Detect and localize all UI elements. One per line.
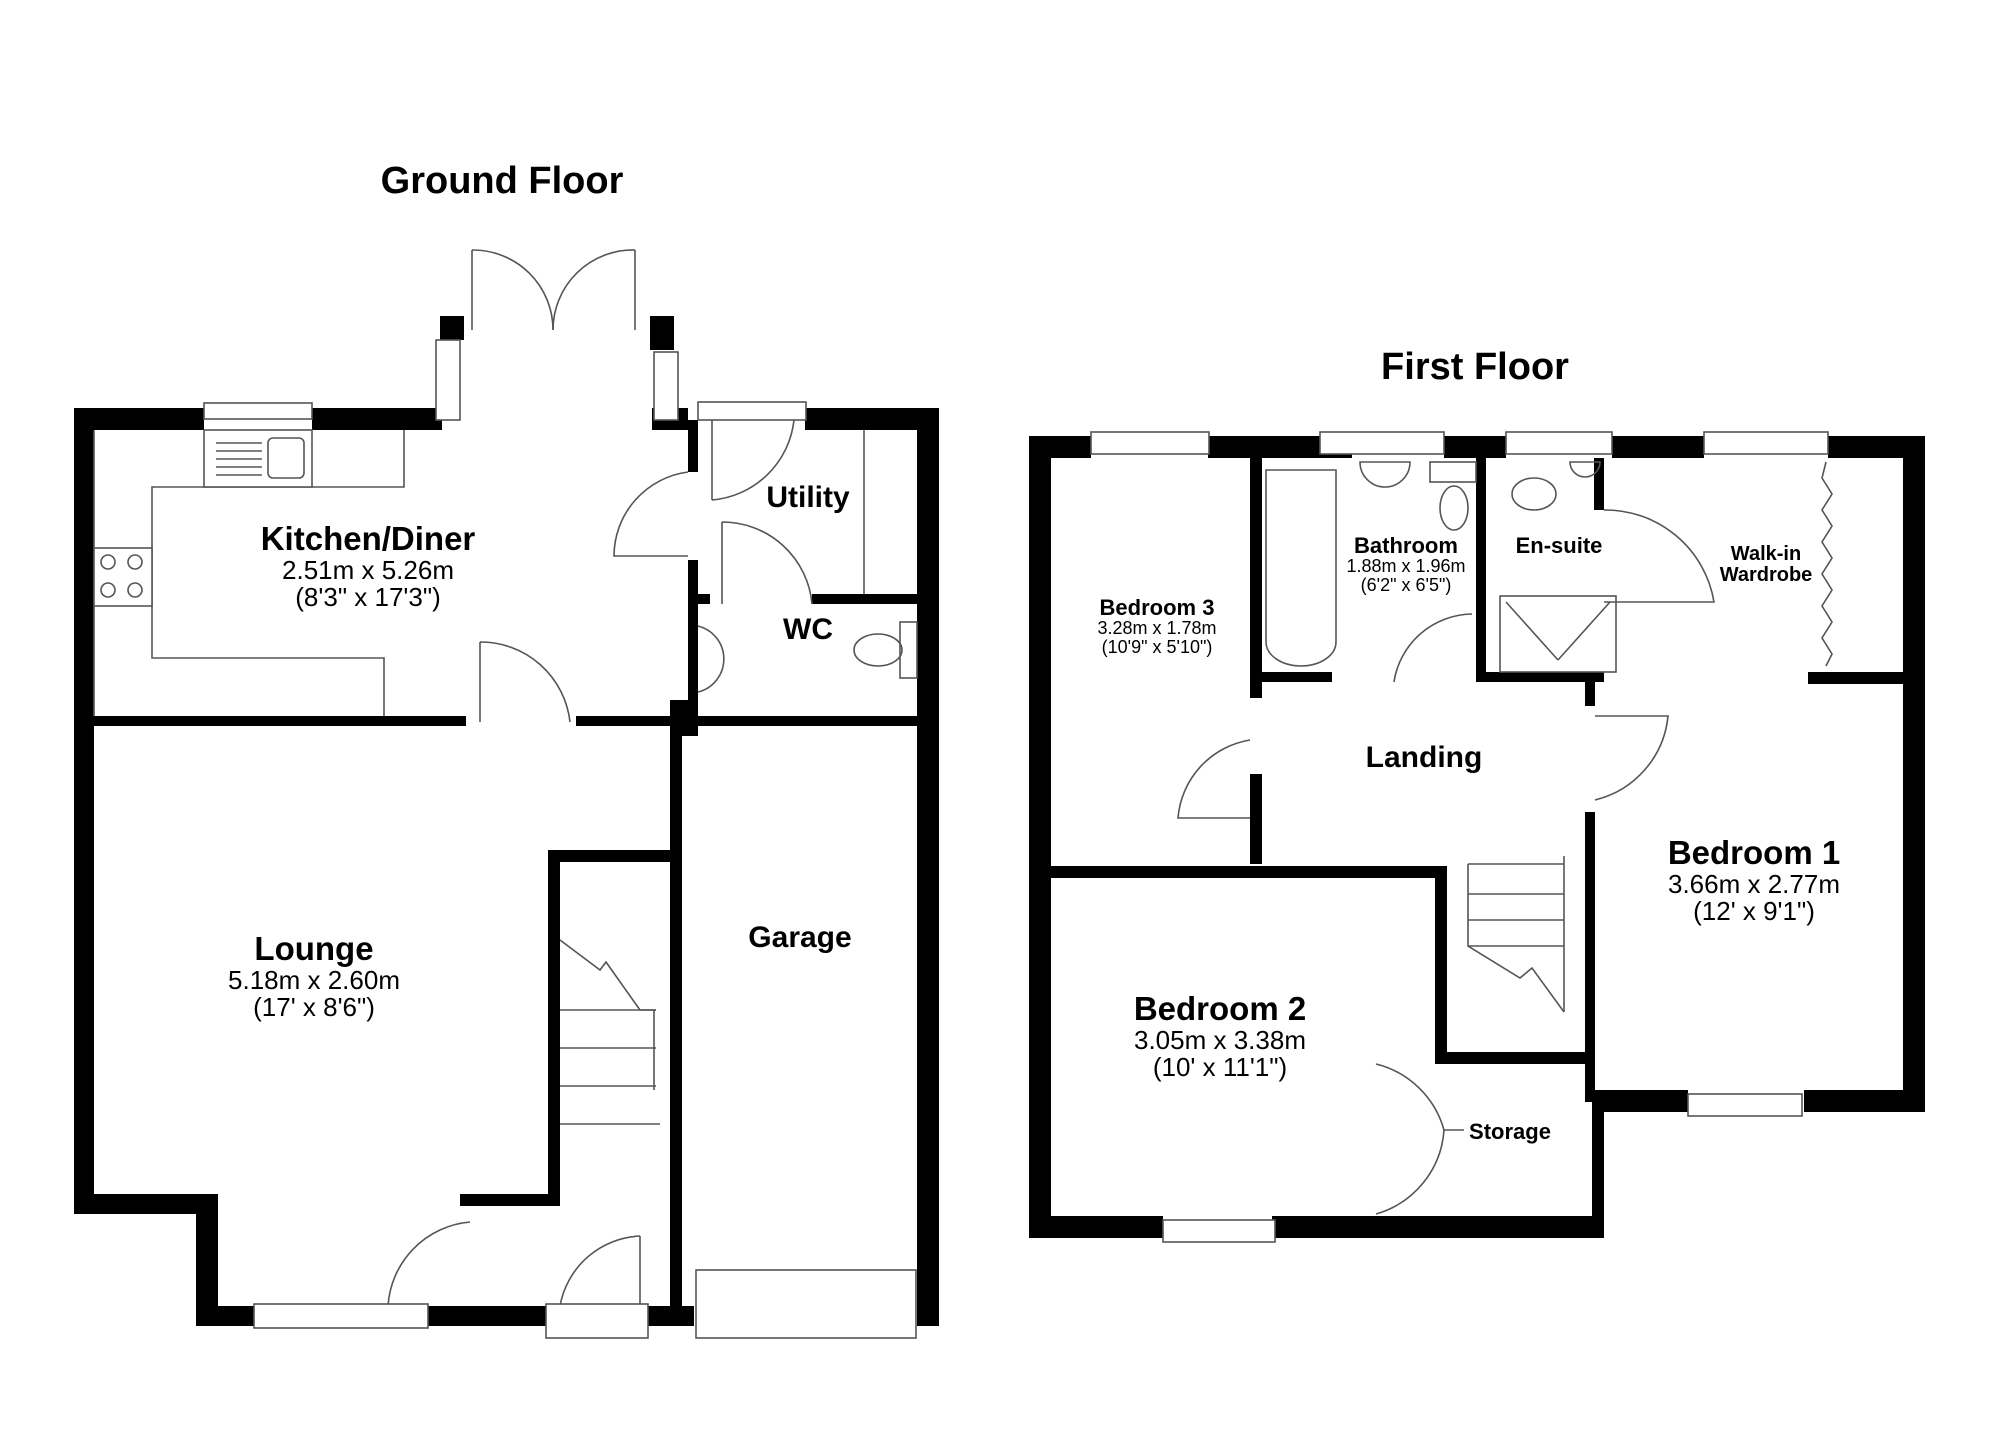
- room-label-kitchen: Kitchen/Diner 2.51m x 5.26m (8'3" x 17'3…: [260, 520, 476, 612]
- room-label-storage: Storage: [1469, 1120, 1551, 1143]
- ground-floor-plan: [74, 249, 939, 1339]
- room-imperial: (6'2" x 6'5"): [1360, 574, 1452, 595]
- first-floor-plan: [1029, 431, 1925, 1243]
- first-floor-title: First Floor: [1381, 346, 1569, 388]
- room-name: Bathroom: [1354, 533, 1458, 558]
- room-label-lounge: Lounge 5.18m x 2.60m (17' x 8'6"): [228, 930, 400, 1022]
- room-label-garage: Garage: [748, 922, 851, 954]
- room-imperial: (10'9" x 5'10"): [1101, 636, 1213, 657]
- ground-floor-title: Ground Floor: [380, 160, 624, 202]
- room-name: Kitchen/Diner: [260, 520, 476, 557]
- room-name: Utility: [766, 481, 850, 514]
- room-label-ensuite: En-suite: [1516, 534, 1603, 557]
- room-name: Garage: [748, 921, 852, 954]
- room-label-bedroom1: Bedroom 1 3.66m x 2.77m (12' x 9'1"): [1667, 834, 1841, 926]
- room-name: Bedroom 2: [1133, 990, 1307, 1027]
- room-metric: 3.66m x 2.77m: [1668, 868, 1840, 899]
- room-name: En-suite: [1515, 533, 1603, 558]
- room-imperial: (12' x 9'1"): [1693, 895, 1815, 926]
- room-label-bedroom3: Bedroom 3 3.28m x 1.78m (10'9" x 5'10"): [1097, 596, 1216, 657]
- room-label-utility: Utility: [766, 482, 849, 514]
- room-label-landing: Landing: [1366, 742, 1483, 774]
- room-name: Bedroom 1: [1667, 834, 1841, 871]
- room-name: Landing: [1365, 741, 1483, 774]
- room-name-line1: Walk-in: [1730, 543, 1802, 565]
- room-imperial: (17' x 8'6"): [253, 991, 375, 1022]
- room-metric: 3.05m x 3.38m: [1134, 1024, 1306, 1055]
- room-metric: 3.28m x 1.78m: [1097, 618, 1217, 639]
- room-label-bathroom: Bathroom 1.88m x 1.96m (6'2" x 6'5"): [1346, 534, 1465, 595]
- room-metric: 2.51m x 5.26m: [282, 554, 454, 585]
- room-label-bedroom2: Bedroom 2 3.05m x 3.38m (10' x 11'1"): [1133, 990, 1307, 1082]
- room-name: WC: [783, 613, 833, 646]
- room-imperial: (8'3" x 17'3"): [295, 581, 441, 612]
- room-name: Storage: [1469, 1119, 1551, 1144]
- room-name: Lounge: [254, 930, 374, 967]
- room-metric: 5.18m x 2.60m: [228, 964, 400, 995]
- room-label-wc: WC: [783, 614, 833, 646]
- room-label-wardrobe: Walk-in Wardrobe: [1720, 544, 1813, 586]
- room-metric: 1.88m x 1.96m: [1346, 556, 1466, 577]
- room-name-line2: Wardrobe: [1719, 564, 1813, 586]
- room-name: Bedroom 3: [1099, 595, 1215, 620]
- room-imperial: (10' x 11'1"): [1152, 1051, 1288, 1082]
